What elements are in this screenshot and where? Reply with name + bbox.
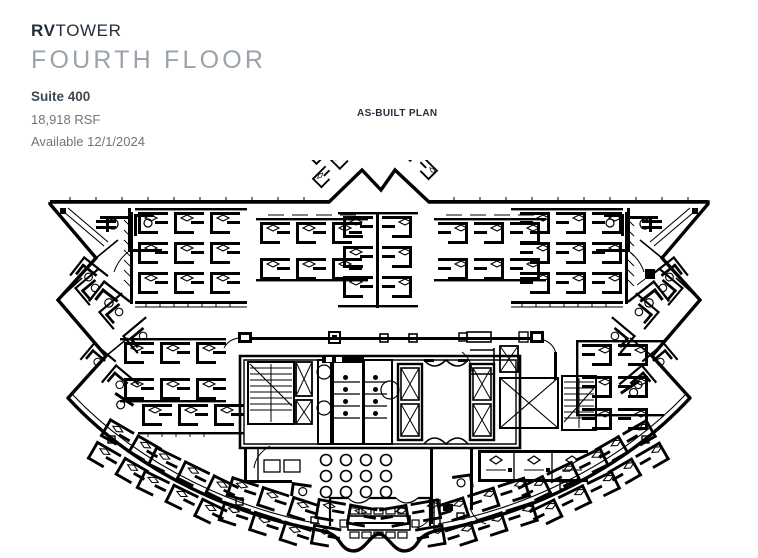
elevator-lobby bbox=[423, 358, 469, 446]
corridor-column-c bbox=[408, 333, 418, 343]
header-block: RVTOWER FOURTH FLOOR bbox=[31, 22, 266, 73]
workstation-bank-north-center-east bbox=[434, 214, 546, 282]
south-wall-markers bbox=[107, 435, 650, 524]
corridor-column-east bbox=[458, 331, 492, 343]
suite-availability: Available 12/1/2024 bbox=[31, 133, 145, 149]
brand-light: TOWER bbox=[55, 21, 122, 40]
suite-info-block: Suite 400 18,918 RSF Available 12/1/2024 bbox=[31, 90, 145, 148]
stairwell-east bbox=[561, 375, 597, 431]
desk-ne bbox=[630, 216, 662, 232]
workstation-bank-north-center bbox=[338, 212, 418, 308]
building-core bbox=[238, 345, 597, 450]
restrooms bbox=[316, 356, 400, 445]
floor-plan-drawing bbox=[0, 160, 758, 558]
elevator-bank-east bbox=[468, 362, 496, 442]
brand-bold: RV bbox=[31, 21, 56, 40]
workstation-bank-northwest bbox=[123, 208, 247, 308]
corridor-end-east bbox=[518, 331, 544, 343]
shaft-west bbox=[295, 361, 313, 425]
core-room-northeast bbox=[470, 348, 495, 375]
conference-chairs bbox=[339, 507, 420, 539]
perimeter-offices-west bbox=[57, 239, 162, 403]
plan-type-label: AS-BUILT PLAN bbox=[357, 108, 438, 119]
break-area bbox=[244, 445, 393, 499]
office-northwest-corner bbox=[60, 207, 162, 273]
workstation-bank-north-center-west bbox=[256, 214, 368, 282]
notch-workstation-cluster-west bbox=[306, 160, 354, 189]
door-marker-east bbox=[636, 269, 655, 286]
conference-table bbox=[339, 507, 420, 539]
corridor-column-b bbox=[379, 333, 389, 343]
stairwell-west bbox=[247, 361, 295, 425]
suite-name: Suite 400 bbox=[31, 89, 91, 104]
cafe-tables bbox=[319, 453, 393, 499]
desk-nw bbox=[96, 216, 128, 232]
shaft-east bbox=[499, 345, 519, 373]
elevator-bank-west bbox=[396, 362, 424, 442]
workstation-bank-east-mid bbox=[576, 340, 664, 431]
building-brand: RVTOWER bbox=[31, 22, 266, 39]
misc-furniture bbox=[114, 379, 640, 497]
workstation-bank-west-mid bbox=[120, 338, 245, 437]
conference-av-wall bbox=[433, 499, 453, 531]
main-corridor-wall bbox=[223, 331, 557, 380]
floor-plan-svg bbox=[48, 160, 710, 553]
floor-title: FOURTH FLOOR bbox=[31, 46, 267, 74]
conference-room-south bbox=[328, 496, 453, 539]
mechanical-room-east bbox=[499, 377, 559, 429]
north-window-mullions bbox=[50, 197, 708, 202]
perimeter-offices-east bbox=[596, 239, 701, 403]
suite-area: 18,918 RSF bbox=[31, 111, 101, 127]
corridor-column-a bbox=[328, 331, 341, 344]
workstation-bank-northeast bbox=[511, 208, 635, 308]
corridor-column-west bbox=[238, 332, 252, 343]
